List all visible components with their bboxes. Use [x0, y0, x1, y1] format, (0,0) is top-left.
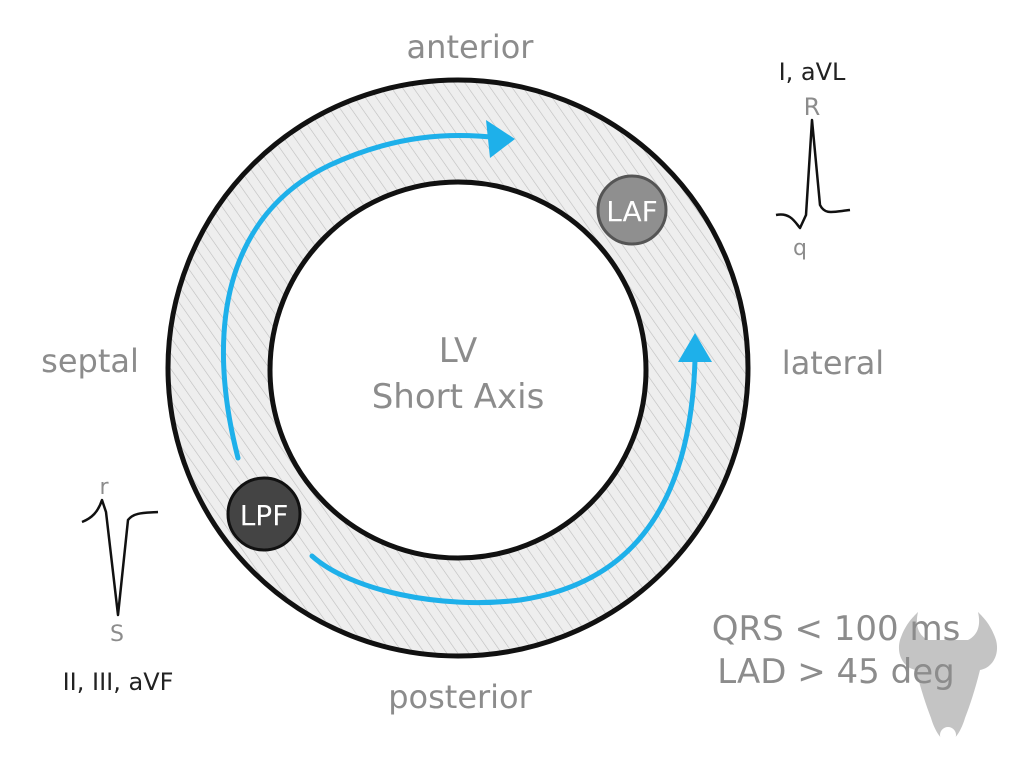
criteria-qrs: QRS < 100 ms	[712, 609, 961, 649]
ecg-inferior-dip: S	[110, 622, 124, 647]
ecg-lateral-peak: R	[804, 93, 821, 121]
label-posterior: posterior	[388, 678, 532, 716]
ecg-lateral: I, aVL R q	[775, 58, 851, 261]
ecg-lateral-dip: q	[793, 236, 807, 261]
lpf-node: LPF	[226, 476, 302, 552]
ecg-lateral-trace	[775, 118, 851, 230]
posterior-arrowhead	[678, 333, 712, 362]
ecg-lateral-leads: I, aVL	[779, 58, 846, 86]
ecg-inferior: r S II, III, aVF	[63, 475, 174, 696]
center-title: LV	[439, 331, 477, 371]
center-subtitle: Short Axis	[372, 377, 545, 417]
label-anterior: anterior	[407, 28, 535, 66]
ecg-inferior-leads: II, III, aVF	[63, 668, 174, 696]
bull-logo-icon	[898, 612, 998, 743]
lv-cavity	[267, 179, 649, 561]
anterior-activation-arrow	[220, 132, 503, 461]
label-septal: septal	[41, 342, 139, 380]
criteria-lad: LAD > 45 deg	[717, 652, 954, 692]
lpf-label: LPF	[240, 499, 289, 532]
posterior-activation-arrow	[309, 357, 698, 606]
laf-label: LAF	[606, 195, 658, 228]
ecg-inferior-peak: r	[99, 475, 109, 500]
label-lateral: lateral	[782, 344, 884, 382]
outer-wall	[165, 77, 751, 659]
ecg-inferior-trace	[81, 498, 159, 617]
anterior-arrowhead	[486, 120, 515, 158]
laf-node: LAF	[596, 174, 668, 246]
